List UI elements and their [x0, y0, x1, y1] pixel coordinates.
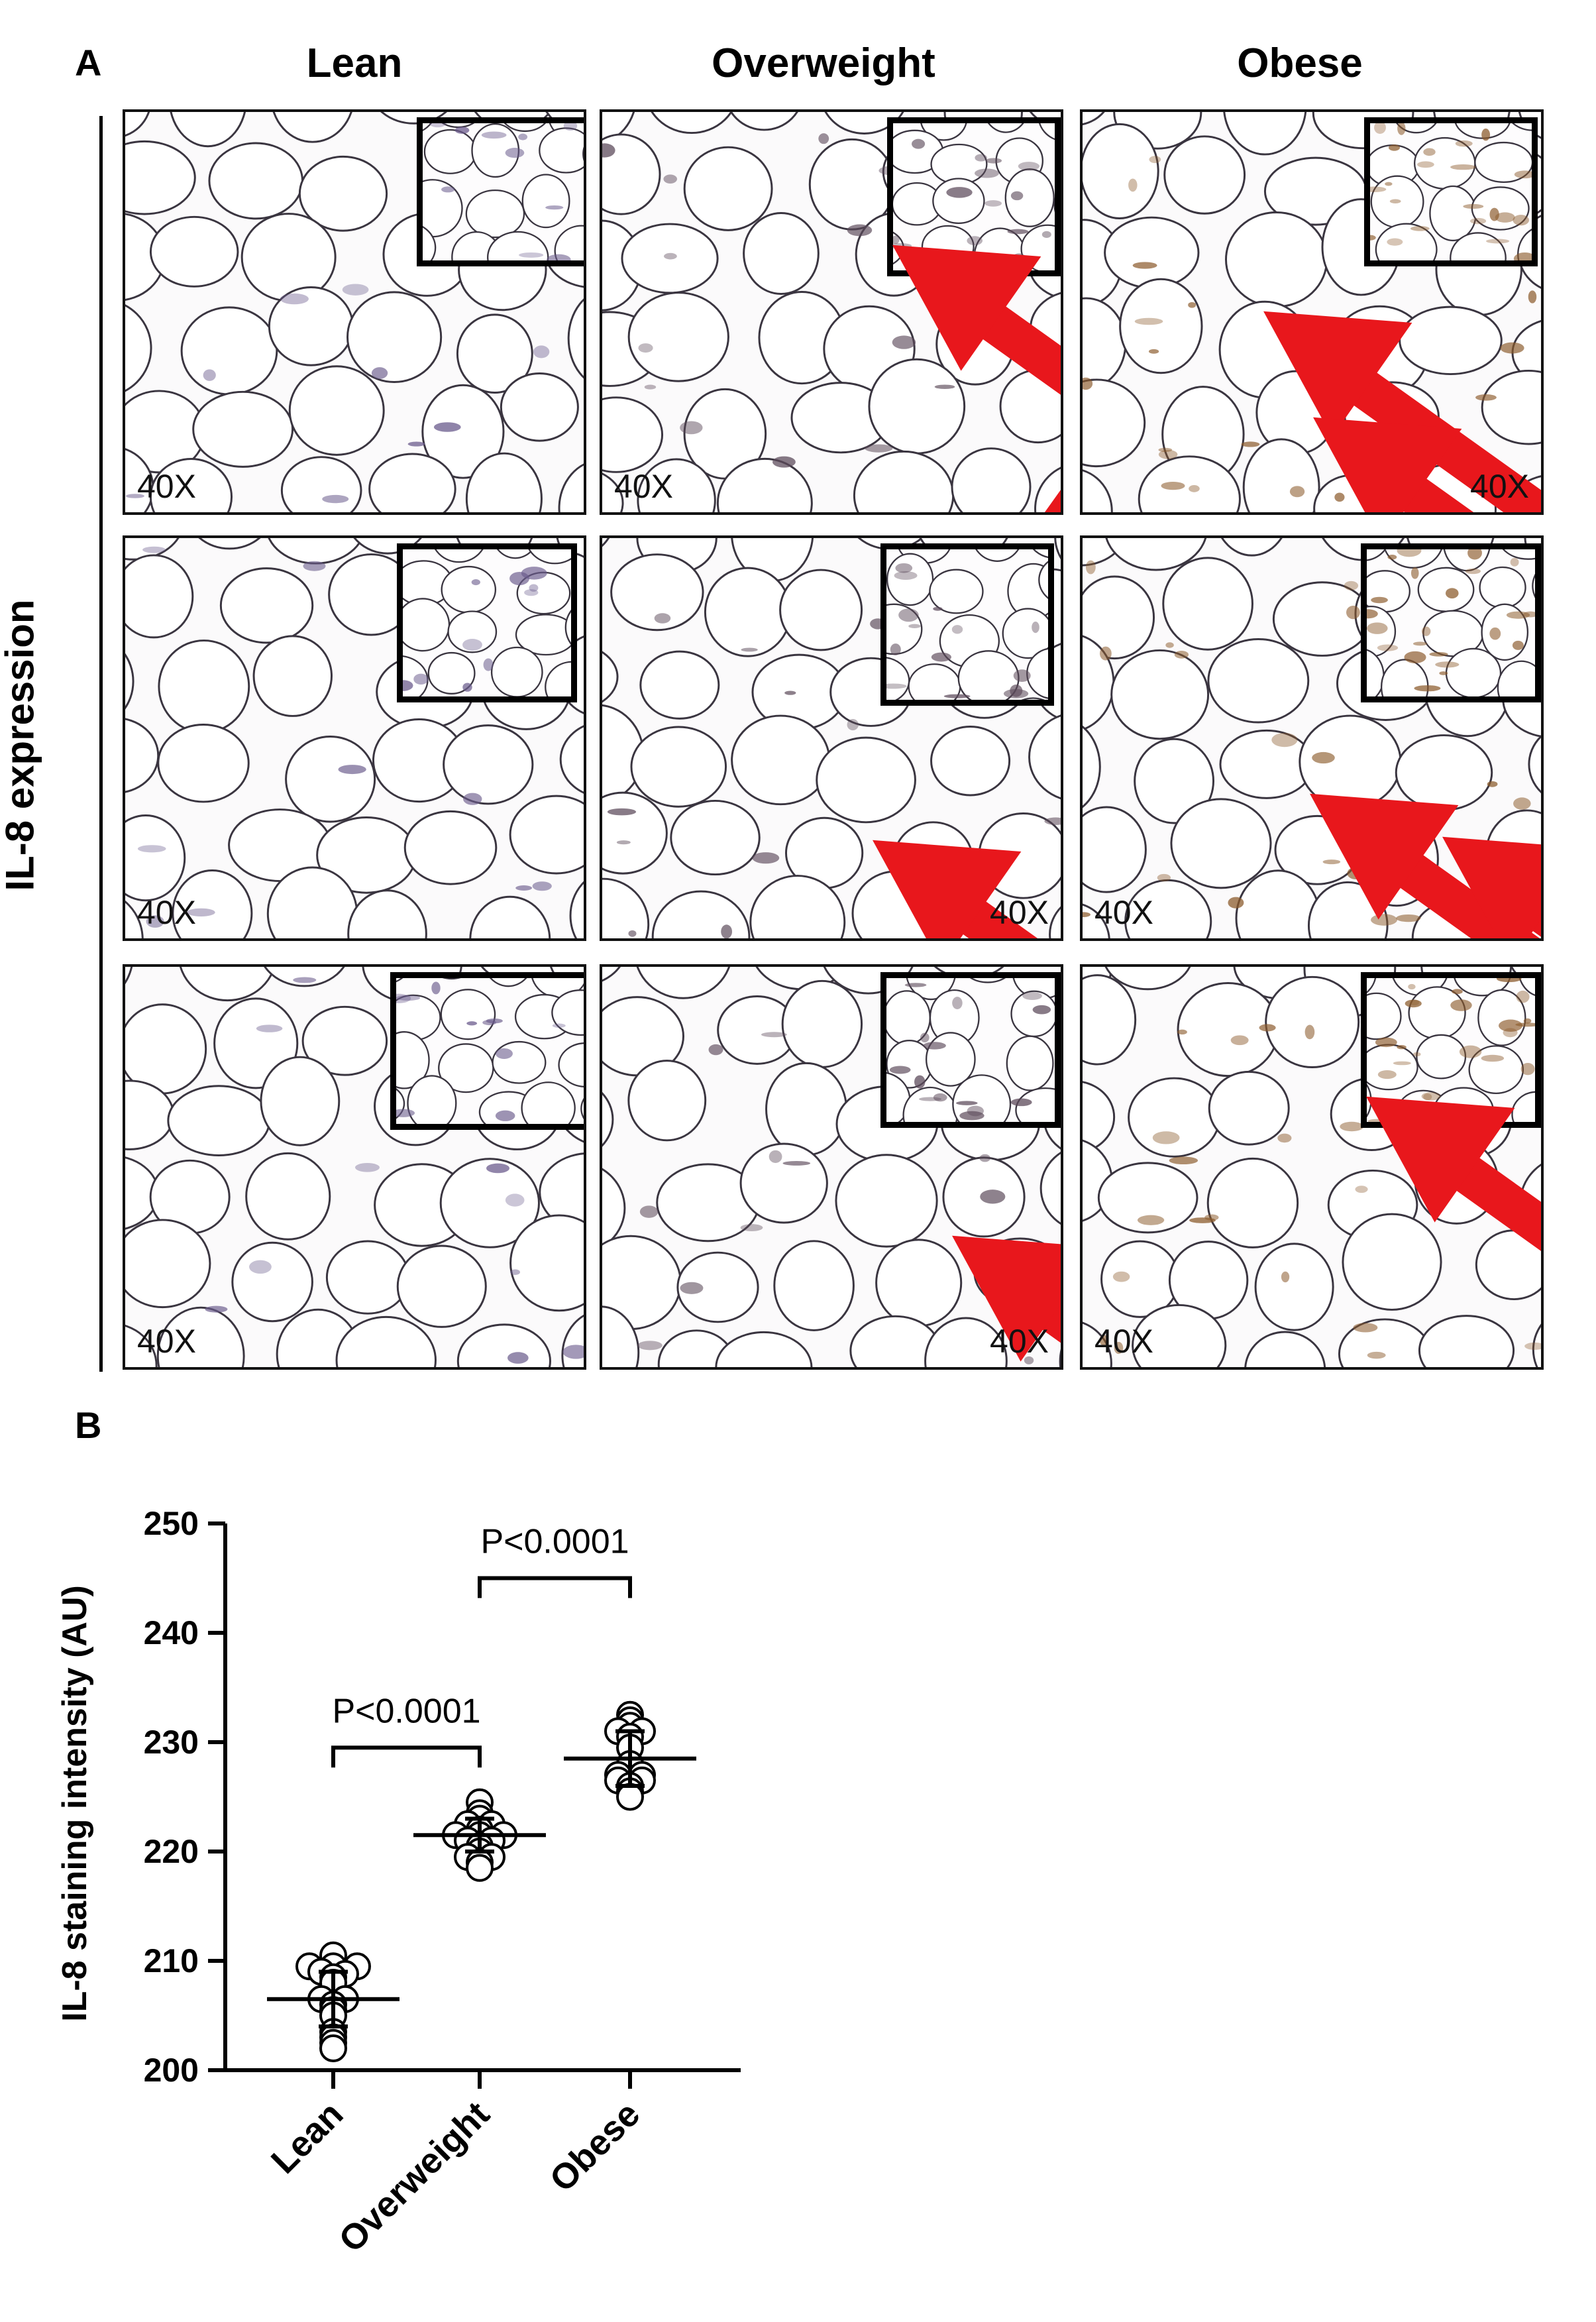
data-point — [467, 1855, 492, 1881]
micrograph-overweight-row2: 40X — [600, 535, 1063, 941]
data-point — [617, 1785, 643, 1810]
y-tick-label: 230 — [144, 1724, 199, 1761]
y-tick-label: 240 — [144, 1614, 199, 1651]
micrograph-lean-row3: 40X — [123, 964, 586, 1370]
zoom-inset — [397, 543, 577, 702]
zoom-inset-image — [886, 549, 1048, 700]
magnification-label: 40X — [990, 893, 1049, 932]
micrograph-overweight-row1: 40X — [600, 109, 1063, 515]
significance-bracket — [333, 1747, 480, 1767]
magnification-label: 40X — [137, 893, 196, 932]
zoom-inset-image — [886, 978, 1055, 1122]
micrograph-lean-row2: 40X — [123, 535, 586, 941]
zoom-inset — [390, 972, 586, 1130]
zoom-inset — [880, 972, 1061, 1128]
magnification-label: 40X — [137, 467, 196, 506]
magnification-label: 40X — [137, 1322, 196, 1360]
magnification-label: 40X — [990, 1322, 1049, 1360]
x-tick-label: Lean — [264, 2094, 351, 2182]
micrograph-obese-row2: 40X — [1080, 535, 1544, 941]
zoom-inset — [880, 543, 1054, 706]
micrograph-grid: 40X 40X 40X 40X 40X 40X 40X 40X 40X — [0, 0, 1596, 1392]
magnification-label: 40X — [614, 467, 673, 506]
y-tick-label: 200 — [144, 2052, 199, 2089]
zoom-inset-image — [1367, 549, 1535, 696]
magnification-label: 40X — [1094, 1322, 1153, 1360]
y-tick-label: 250 — [144, 1505, 199, 1542]
red-arrow-icon — [784, 397, 1063, 515]
zoom-inset-image — [423, 123, 584, 260]
magnification-label: 40X — [1470, 467, 1529, 506]
p-value-label: P<0.0001 — [332, 1692, 480, 1730]
y-tick-label: 210 — [144, 1942, 199, 1979]
micrograph-obese-row3: 40X — [1080, 964, 1544, 1370]
red-arrow-icon — [1430, 1235, 1544, 1370]
panel-b-label: B — [75, 1404, 101, 1447]
p-value-label: P<0.0001 — [480, 1523, 629, 1561]
red-arrow-icon — [1437, 876, 1544, 941]
x-tick-label: Overweight — [331, 2094, 497, 2260]
micrograph-lean-row1: 40X — [123, 109, 586, 515]
magnification-label: 40X — [1094, 893, 1153, 932]
zoom-inset-image — [396, 978, 584, 1124]
significance-bracket — [480, 1578, 630, 1598]
zoom-inset-image — [403, 549, 571, 696]
zoom-inset — [1361, 543, 1541, 702]
micrograph-overweight-row3: 40X — [600, 964, 1063, 1370]
y-axis-label: IL-8 staining intensity (AU) — [56, 1585, 94, 2022]
zoom-inset — [417, 117, 586, 266]
data-point — [321, 2036, 346, 2061]
y-tick-label: 220 — [144, 1833, 199, 1870]
micrograph-obese-row1: 40X — [1080, 109, 1544, 515]
x-tick-label: Obese — [542, 2094, 647, 2199]
